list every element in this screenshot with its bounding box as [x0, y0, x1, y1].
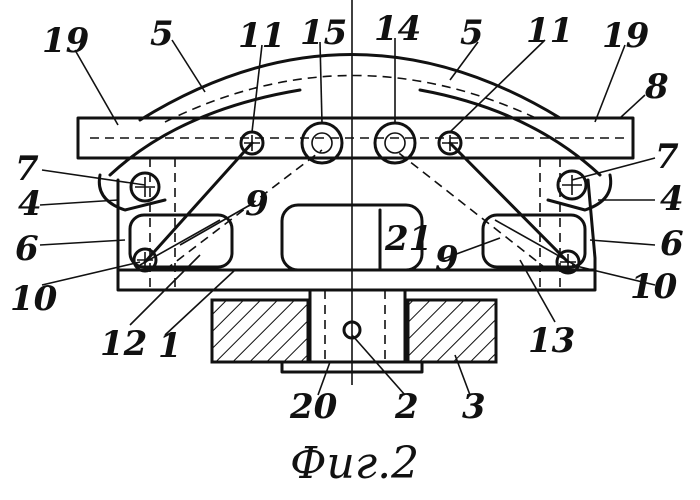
label-10-right: 10	[630, 267, 678, 307]
label-2: 2	[394, 387, 419, 427]
label-6-right: 6	[660, 224, 684, 264]
label-9-left: 9	[245, 184, 269, 224]
label-19-left: 19	[42, 21, 89, 61]
label-1: 1	[158, 326, 182, 366]
link-9-left-dash	[165, 150, 322, 270]
support-block-left	[212, 300, 308, 362]
body-frame	[118, 180, 595, 290]
link-9-right	[450, 143, 568, 262]
label-8: 8	[644, 67, 669, 107]
label-20: 20	[289, 387, 338, 427]
arch-spring-left	[110, 90, 300, 175]
label-4-right: 4	[660, 179, 684, 219]
label-7-right: 7	[655, 137, 679, 177]
label-19-right: 19	[602, 16, 649, 56]
label-5-left: 5	[150, 14, 174, 54]
roller-14-inner	[385, 133, 405, 153]
label-4-left: 4	[18, 184, 42, 224]
label-13: 13	[528, 321, 575, 361]
label-5-right: 5	[460, 13, 484, 53]
label-21: 21	[384, 219, 432, 259]
label-3: 3	[462, 387, 486, 427]
hinge-7-left-cross	[135, 177, 155, 197]
label-12: 12	[100, 324, 147, 364]
figure-caption: Фиг.2	[290, 438, 419, 489]
label-11-left: 11	[238, 16, 285, 56]
label-10-left: 10	[10, 279, 58, 319]
support-block-right	[408, 300, 496, 362]
label-9-right: 9	[435, 239, 459, 279]
label-15: 15	[300, 13, 347, 53]
label-7-left: 7	[15, 149, 39, 189]
label-14: 14	[374, 9, 421, 49]
label-6-left: 6	[15, 229, 39, 269]
label-11-right: 11	[526, 11, 573, 51]
